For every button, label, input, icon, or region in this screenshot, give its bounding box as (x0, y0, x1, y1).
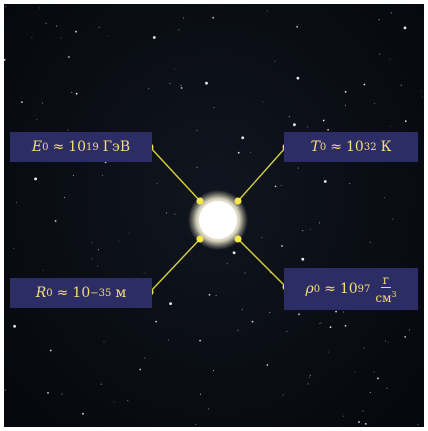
energy-label: E0 ≈ 1019 ГэВ (10, 132, 152, 162)
radius-unit: м (115, 285, 126, 301)
energy-exponent: 19 (86, 142, 99, 153)
density-symbol: ρ (305, 281, 313, 297)
density-label: ρ0 ≈ 1097 г см3 (284, 268, 418, 310)
radius-symbol: R (36, 285, 47, 301)
central-orb (199, 201, 237, 239)
density-unit-fraction: г см3 (375, 274, 396, 305)
temperature-base: 10 (346, 139, 364, 155)
energy-unit: ГэВ (103, 139, 130, 155)
radius-base: 10 (72, 285, 90, 301)
temperature-unit: К (381, 139, 392, 155)
energy-subscript: 0 (42, 142, 48, 153)
density-unit-denominator-exponent: 3 (391, 290, 396, 299)
radius-label: R0 ≈ 10−35 м (10, 278, 152, 308)
temperature-symbol: T (311, 139, 320, 155)
temperature-exponent: 32 (364, 142, 377, 153)
radius-approx-sign: ≈ (57, 285, 69, 301)
connector-energy (150, 147, 200, 201)
density-unit-denominator-base: см (375, 291, 391, 305)
energy-symbol: E (32, 139, 42, 155)
radius-subscript: 0 (46, 288, 52, 299)
endpoint-dot-temperature-inner (235, 198, 242, 205)
density-subscript: 0 (314, 284, 320, 295)
temperature-approx-sign: ≈ (330, 139, 342, 155)
radius-exponent: −35 (90, 288, 111, 299)
temperature-subscript: 0 (320, 142, 326, 153)
density-exponent: 97 (358, 284, 371, 295)
endpoint-dot-energy-inner (197, 198, 204, 205)
density-base: 10 (340, 281, 358, 297)
connector-temperature (238, 147, 286, 201)
density-unit-numerator: г (381, 274, 391, 288)
energy-approx-sign: ≈ (52, 139, 64, 155)
endpoint-dot-radius-inner (197, 236, 204, 243)
temperature-label: T0 ≈ 1032 К (284, 132, 418, 162)
connector-density (238, 239, 286, 287)
endpoint-dot-density-inner (235, 236, 242, 243)
density-unit-denominator: см3 (375, 288, 396, 305)
energy-base: 10 (68, 139, 86, 155)
density-approx-sign: ≈ (324, 281, 336, 297)
connector-radius (150, 239, 200, 292)
diagram-connectors (4, 4, 424, 427)
